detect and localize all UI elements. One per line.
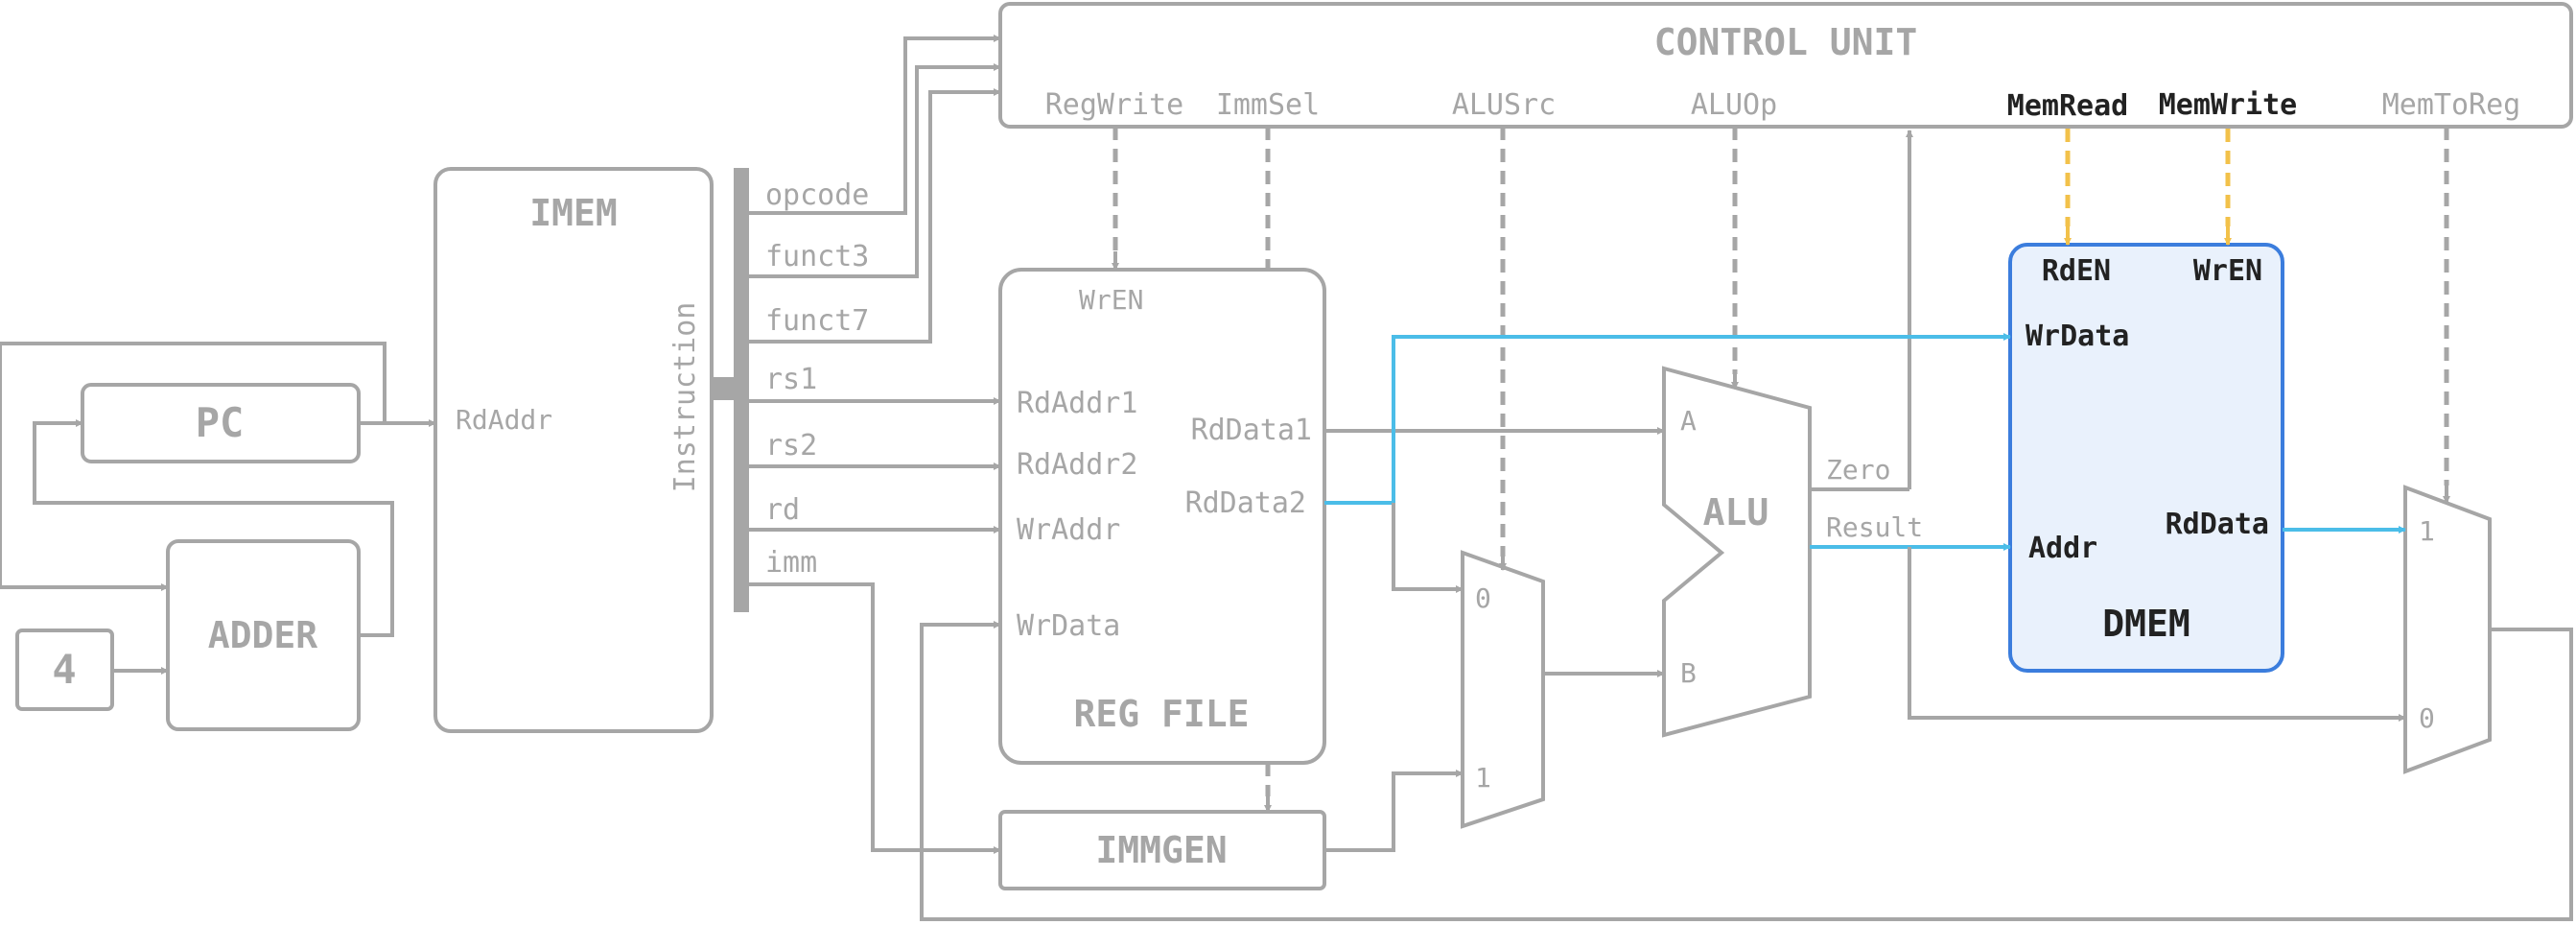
constant-four-box: 4: [15, 629, 114, 711]
aluop-label: ALUOp: [1691, 88, 1777, 122]
alu-zero-label: Zero: [1826, 454, 1890, 486]
pc-title: PC: [196, 399, 245, 446]
immgen-block: IMMGEN: [998, 810, 1326, 890]
instruction-field-wires: [749, 35, 1001, 854]
alu-a-label: A: [1680, 405, 1697, 437]
dmem-rddata-label: RdData: [2166, 508, 2269, 541]
memwrite-label: MemWrite: [2159, 88, 2298, 122]
instruction-bus: Instruction opcode funct3 funct7 rs1 rs2…: [668, 168, 869, 612]
adder-block: ADDER: [166, 539, 361, 731]
memread-label: MemRead: [2007, 89, 2128, 123]
rd-label: rd: [765, 493, 800, 527]
alu-block: ALU A B Zero Result: [1662, 366, 1923, 738]
alu-result-label: Result: [1826, 511, 1923, 543]
imem-block: IMEM RdAddr: [433, 167, 714, 733]
imem-rdaddr-label: RdAddr: [456, 404, 552, 436]
imm-label: imm: [765, 546, 817, 580]
control-unit: CONTROL UNIT RegWrite ImmSel ALUSrc ALUO…: [998, 2, 2573, 129]
adder-title: ADDER: [208, 614, 318, 656]
pc-register: PC: [81, 383, 361, 463]
alusrc-label: ALUSrc: [1452, 88, 1556, 122]
regfile-wraddr-label: WrAddr: [1017, 513, 1120, 547]
regfile-wren-label: WrEN: [1079, 284, 1143, 316]
regfile-title: REG FILE: [1073, 693, 1249, 735]
pc-logic-wires: [0, 342, 436, 675]
opcode-label: opcode: [765, 178, 869, 212]
imem-title: IMEM: [529, 192, 618, 234]
dmem-block: DMEM RdEN WrEN WrData Addr RdData: [2008, 243, 2284, 673]
regfile-rdaddr2-label: RdAddr2: [1017, 448, 1137, 482]
regfile-rddata1-label: RdData1: [1191, 414, 1312, 447]
dmem-wren-label: WrEN: [2193, 254, 2262, 288]
regfile-rdaddr1-label: RdAddr1: [1017, 387, 1137, 420]
dmem-title: DMEM: [2102, 603, 2190, 645]
control-signal-wires: [1112, 127, 2450, 813]
alu-src-mux: 0 1: [1461, 550, 1545, 829]
funct7-label: funct7: [765, 304, 869, 338]
wb-mux-in0-label: 0: [2419, 702, 2435, 734]
alu-mux-in0-label: 0: [1475, 582, 1491, 614]
register-file: REG FILE WrEN RdAddr1 RdAddr2 WrAddr WrD…: [998, 268, 1326, 765]
wb-mux-in1-label: 1: [2419, 515, 2435, 547]
rs1-label: rs1: [765, 363, 817, 396]
immsel-label: ImmSel: [1216, 88, 1320, 122]
dmem-addr-label: Addr: [2028, 532, 2097, 565]
instruction-label: Instruction: [668, 302, 702, 493]
regfile-wrdata-label: WrData: [1017, 609, 1120, 643]
alu-title: ALU: [1703, 491, 1769, 534]
memtoreg-label: MemToReg: [2382, 88, 2521, 122]
rs2-label: rs2: [765, 429, 817, 462]
immgen-title: IMMGEN: [1095, 829, 1227, 871]
dmem-wrdata-label: WrData: [2026, 320, 2129, 353]
alu-mux-in1-label: 1: [1475, 762, 1491, 794]
datapath-wires: [920, 333, 2573, 921]
regfile-rddata2-label: RdData2: [1185, 486, 1306, 520]
writeback-mux: 1 0: [2403, 485, 2492, 774]
constant-four: 4: [52, 646, 76, 693]
alu-b-label: B: [1680, 657, 1697, 689]
dmem-rden-label: RdEN: [2042, 254, 2111, 288]
regwrite-label: RegWrite: [1045, 88, 1184, 122]
control-unit-title: CONTROL UNIT: [1654, 21, 1918, 63]
funct3-label: funct3: [765, 240, 869, 273]
